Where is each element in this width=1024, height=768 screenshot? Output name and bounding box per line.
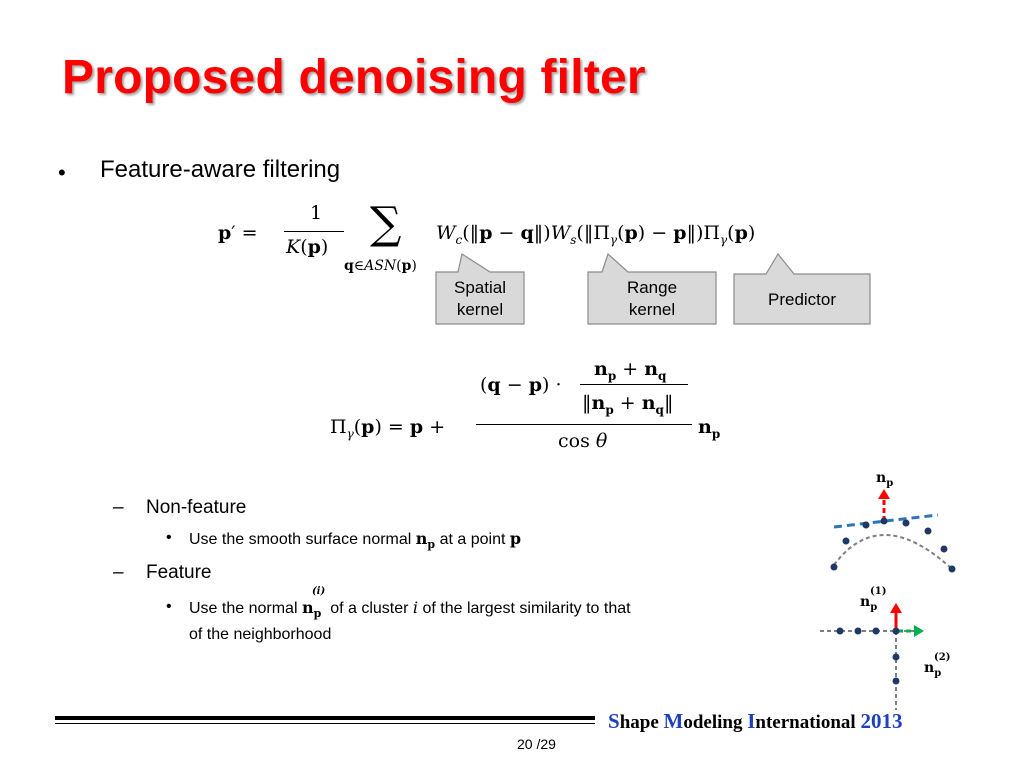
curve-dots xyxy=(830,517,956,573)
callout-predictor: Predictor xyxy=(767,290,837,309)
footer-rule-thick xyxy=(55,716,595,720)
footer-brand: Shape Modeling International 2013 xyxy=(608,709,903,733)
nonfeature-description: Use the smooth surface normal np at a po… xyxy=(189,529,522,552)
label-nonfeature: Non-feature xyxy=(146,497,247,518)
normal-1-arrowhead xyxy=(890,603,902,613)
corner-dots xyxy=(836,627,900,685)
callout-range-shape xyxy=(587,252,717,325)
callout-spatial-shape xyxy=(435,253,525,325)
bullet-dot: • xyxy=(58,160,66,185)
bullet-dot-small: • xyxy=(166,529,172,546)
normal-2-arrowhead xyxy=(914,625,924,637)
slide-title: Proposed denoising filter xyxy=(62,51,646,104)
bullet-dot-small-2: • xyxy=(166,598,172,615)
feature-description-line2: of the neighborhood xyxy=(189,626,332,643)
normal-arrowhead xyxy=(878,489,890,499)
normal-diagram xyxy=(820,489,956,710)
label-np-2: np(2) xyxy=(924,652,951,679)
label-feature: Feature xyxy=(146,562,212,583)
bullet-feature-aware-filtering: Feature-aware filtering xyxy=(100,156,341,183)
footer-rule-thin xyxy=(55,723,595,724)
page-number: 20 /29 xyxy=(517,736,556,752)
feature-description: Use the normal np(i) of a cluster i of t… xyxy=(189,586,631,621)
formula-filter: p′ = 1 K(p) ∑ q∈ASN(p) Wc(‖p − q‖)Ws(‖Πγ… xyxy=(218,198,756,274)
formula-predictor: Πγ(p) = p + (q − p) · np + nq ‖np + nq‖ … xyxy=(330,358,721,452)
label-np-1: np(1) xyxy=(860,586,887,613)
callout-shapes xyxy=(435,252,871,325)
curve-line xyxy=(833,534,953,570)
label-np-top: np xyxy=(876,470,894,489)
dash-nonfeature: – xyxy=(113,497,124,518)
callout-predictor-shape xyxy=(733,252,871,325)
dash-feature: – xyxy=(113,562,124,583)
